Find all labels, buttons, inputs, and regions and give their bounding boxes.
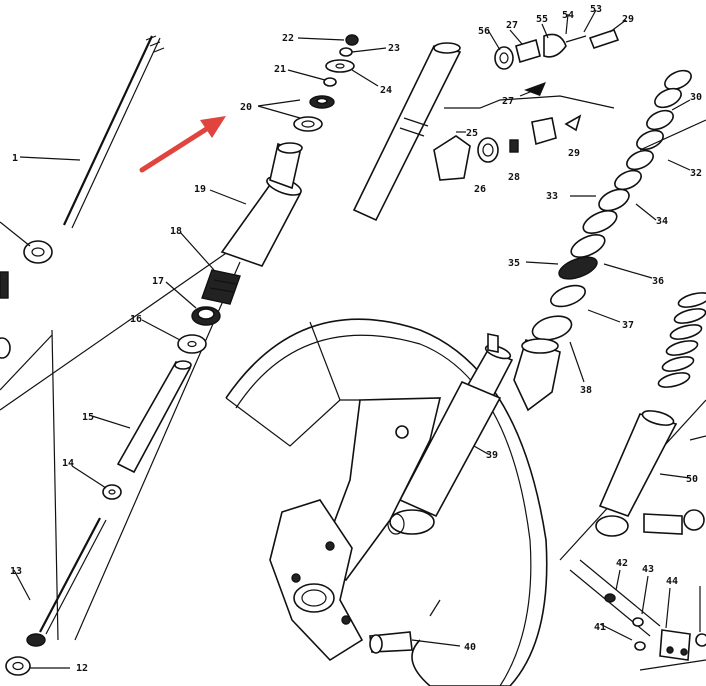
- cylinder-part-19: [209, 142, 303, 267]
- label-part-34: 34: [656, 216, 668, 227]
- rod-part-13: [13, 517, 107, 647]
- label-part-42: 42: [616, 558, 628, 569]
- label-part-40: 40: [464, 642, 476, 653]
- highlight-arrow: [139, 116, 226, 173]
- tube-part-15: [91, 360, 192, 474]
- label-part-41: 41: [594, 622, 606, 633]
- fork-leg-main: [387, 333, 514, 535]
- label-part-36: 36: [652, 276, 664, 287]
- label-part-13: 13: [10, 566, 22, 577]
- label-part-54: 54: [562, 10, 574, 21]
- nut-part-12: [5, 656, 70, 676]
- label-part-44: 44: [666, 576, 678, 587]
- lock-parts-25-29: [433, 82, 615, 181]
- label-part-43: 43: [642, 564, 654, 575]
- label-part-16: 16: [130, 314, 142, 325]
- label-part-21: 21: [274, 64, 286, 75]
- spring-part-18: [179, 231, 241, 305]
- fork-leg-right: [595, 410, 706, 537]
- label-part-19: 19: [194, 184, 206, 195]
- guide-line: [0, 239, 246, 411]
- bearing-stack-20-24: [257, 34, 387, 132]
- label-part-1: 1: [12, 153, 18, 164]
- guide-line: [74, 261, 241, 641]
- fork-slider-body: [269, 397, 461, 662]
- spring-column-right: [525, 69, 692, 383]
- part-number-labels: 1 12 13 14 15 16 17 18 19 20 21 22 23 24…: [10, 4, 702, 674]
- label-part-27-upper: 27: [506, 20, 518, 31]
- label-part-17: 17: [152, 276, 164, 287]
- washer-part-16: [141, 319, 207, 354]
- label-part-33: 33: [546, 191, 558, 202]
- label-part-18: 18: [170, 226, 182, 237]
- label-part-26: 26: [474, 184, 486, 195]
- label-part-25: 25: [466, 128, 478, 139]
- label-part-56: 56: [478, 26, 490, 37]
- label-part-53: 53: [590, 4, 602, 15]
- label-part-37: 37: [622, 320, 634, 331]
- washer-part-14: [71, 465, 122, 500]
- guide-line: [0, 334, 53, 391]
- label-part-29-mid: 29: [568, 148, 580, 159]
- label-part-23: 23: [388, 43, 400, 54]
- fork-crown: [513, 338, 561, 412]
- label-part-24: 24: [380, 85, 392, 96]
- label-part-27-lower: 27: [502, 96, 514, 107]
- bushing-part-17: [165, 281, 221, 326]
- label-part-28: 28: [508, 172, 520, 183]
- label-part-55: 55: [536, 14, 548, 25]
- small-parts-41-44: [569, 559, 706, 671]
- fork-tube-upper: [352, 42, 462, 222]
- label-part-29-top: 29: [622, 14, 634, 25]
- label-part-50: 50: [686, 474, 698, 485]
- label-part-38: 38: [580, 385, 592, 396]
- label-part-35: 35: [508, 258, 520, 269]
- lock-parts-53-56: [487, 9, 627, 70]
- label-part-12: 12: [76, 663, 88, 674]
- label-part-32: 32: [690, 168, 702, 179]
- left-edge-parts: [0, 271, 11, 359]
- label-part-20: 20: [240, 102, 252, 113]
- label-part-30: 30: [690, 92, 702, 103]
- rod-part-1: [19, 35, 165, 229]
- label-part-39: 39: [486, 450, 498, 461]
- label-part-22: 22: [282, 33, 294, 44]
- coil-spring-right: [559, 119, 706, 561]
- label-part-15: 15: [82, 412, 94, 423]
- guide-line: [51, 329, 59, 641]
- cap-part-left: [0, 221, 53, 264]
- label-part-14: 14: [62, 458, 74, 469]
